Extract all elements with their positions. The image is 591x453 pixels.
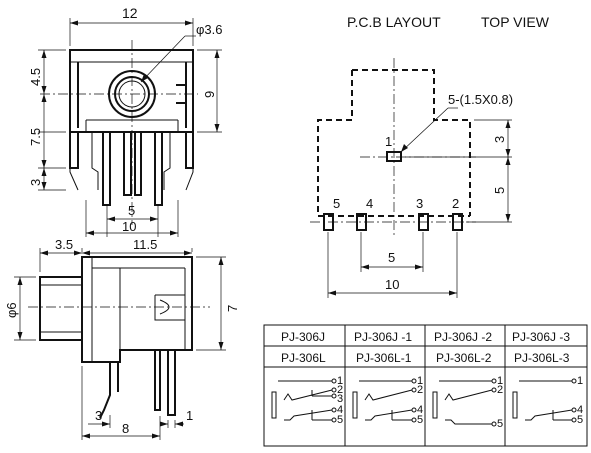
pad-4: [356, 213, 367, 231]
pin-label-2: 2: [452, 196, 459, 211]
pcb-dim-10: 10: [385, 277, 399, 292]
pin-label-5: 5: [333, 196, 340, 211]
model-header-3: PJ-306J -2: [434, 330, 492, 344]
schematic-3-pin-5: 5: [497, 418, 503, 430]
schematic-4: 1 4 5: [512, 375, 583, 426]
schematic-4-pin-4: 4: [577, 404, 583, 416]
side-view: 3.5 11.5 φ6 7 3 1 8: [4, 237, 240, 440]
dim-3-5: 3.5: [55, 237, 73, 252]
model-table: PJ-306J PJ-306J -1 PJ-306J -2 PJ-306J -3…: [263, 324, 588, 447]
dim-7-5: 7.5: [28, 128, 43, 146]
model-sub-4: PJ-306L-3: [514, 351, 570, 365]
pin-label-1: 1: [385, 134, 392, 149]
schematic-3-pin-1: 1: [497, 375, 503, 387]
schematic-2-pin-4: 4: [417, 404, 423, 416]
pin-label-4: 4: [366, 196, 373, 211]
top-view-title: TOP VIEW: [481, 14, 550, 30]
pad-1: [386, 151, 402, 162]
model-sub-1: PJ-306L: [281, 351, 326, 365]
schematic-1-pin-4: 4: [337, 404, 343, 416]
model-header-4: PJ-306J -3: [512, 330, 570, 344]
pad-2: [452, 213, 463, 231]
schematic-2-pin-5: 5: [417, 414, 423, 426]
schematic-4-pin-1: 1: [577, 375, 583, 387]
dim-pin-1: 1: [186, 408, 193, 423]
dim-width-12: 12: [122, 5, 138, 21]
dim-4-5: 4.5: [28, 68, 43, 86]
pin-label-3: 3: [416, 196, 423, 211]
pcb-dim-5-bottom: 5: [388, 250, 395, 265]
schematic-4-pin-5: 5: [577, 414, 583, 426]
dim-7: 7: [225, 305, 240, 312]
pcb-dim-3: 3: [492, 136, 507, 143]
dim-9: 9: [202, 91, 217, 98]
dim-pin-3: 3: [95, 408, 102, 423]
schematic-2: 1 2 4 5: [352, 375, 423, 426]
schematic-1: 1 2 3 4 5: [271, 375, 343, 426]
pad-size-label: 5-(1.5X0.8): [448, 92, 513, 107]
model-sub-3: PJ-306L-2: [436, 351, 492, 365]
dim-11-5: 11.5: [133, 237, 157, 252]
schematic-1-pin-1: 1: [337, 375, 343, 387]
dim-pin-8: 8: [122, 421, 129, 436]
pcb-dim-5-right: 5: [492, 187, 507, 194]
model-header-1: PJ-306J: [281, 330, 325, 344]
schematic-1-pin-2: 2: [337, 384, 343, 396]
model-header-2: PJ-306J -1: [354, 330, 412, 344]
model-sub-2: PJ-306L-1: [356, 351, 412, 365]
pcb-layout: 5-(1.5X0.8) 1 5 4 3 2 3 5 5 10: [310, 58, 513, 298]
schematic-3-pin-2: 2: [497, 384, 503, 396]
dim-diameter-3-6: φ3.6: [196, 22, 223, 37]
schematic-2-pin-2: 2: [417, 384, 423, 396]
pcb-layout-title: P.C.B LAYOUT: [347, 14, 441, 30]
schematic-1-pin-5: 5: [337, 414, 343, 426]
schematic-3: 1 2 5: [432, 375, 503, 430]
pad-3: [418, 213, 429, 231]
schematic-2-pin-1: 1: [417, 375, 423, 387]
dim-diameter-6: φ6: [4, 302, 19, 318]
schematic-1-pin-3: 3: [337, 393, 343, 405]
dim-3: 3: [28, 179, 43, 186]
dim-pin-5: 5: [128, 203, 135, 218]
pad-5: [323, 213, 334, 231]
front-view: 12 φ3.6 4.5 7.5 3 9 5: [28, 5, 223, 237]
dim-pin-10: 10: [122, 219, 136, 234]
